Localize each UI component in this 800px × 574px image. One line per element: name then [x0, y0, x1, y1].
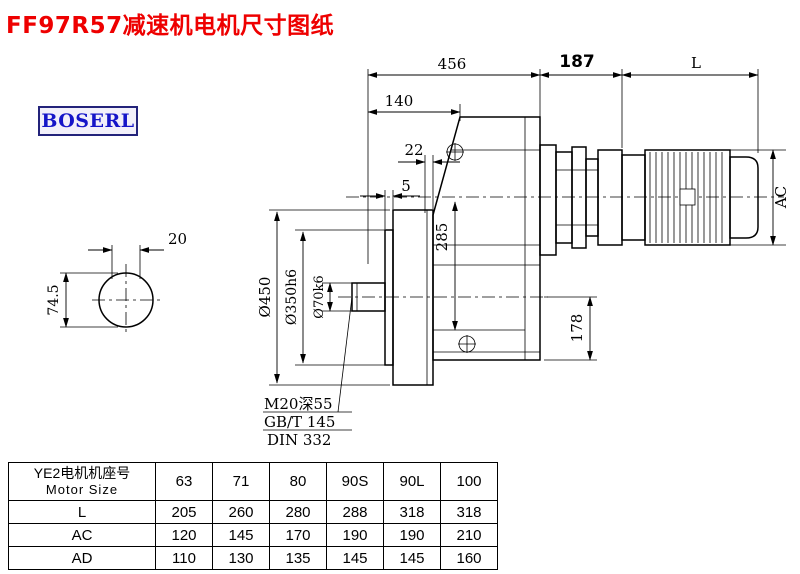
- table-cell: 318: [383, 500, 441, 524]
- table-header-label: YE2电机机座号 Motor Size: [8, 462, 156, 501]
- table-cell: 71: [212, 462, 270, 501]
- table-cell: 90L: [383, 462, 441, 501]
- note-din-standard: DIN 332: [267, 431, 331, 449]
- dim-285: 285: [433, 201, 458, 331]
- table-cell: 80: [269, 462, 327, 501]
- table-cell: 260: [212, 500, 270, 524]
- table-cell: 100: [440, 462, 498, 501]
- technical-drawing: 74.5 20: [46, 52, 790, 449]
- dim-dia350-label: Ø350h6: [284, 269, 300, 325]
- table-header-cn: YE2电机机座号: [33, 465, 131, 481]
- dim-178-label: 178: [568, 314, 586, 343]
- table-cell: 288: [326, 500, 384, 524]
- table-cell: 145: [212, 523, 270, 547]
- motor-adapter: [539, 144, 623, 256]
- table-header-en: Motor Size: [45, 482, 119, 497]
- dimension-chain-top: 456 187 L 140 22 5: [360, 52, 759, 264]
- page-title: FF97R57减速机电机尺寸图纸: [6, 13, 335, 39]
- dim-22-label: 22: [404, 141, 423, 159]
- flange-spigot: [384, 229, 394, 366]
- motor-fins: [649, 152, 723, 243]
- dim-20-label: 20: [168, 230, 187, 248]
- motor-size-table: YE2电机机座号 Motor Size 63 71 80 90S 90L 100…: [8, 462, 498, 570]
- table-cell: 63: [155, 462, 213, 501]
- dim-285-label: 285: [433, 223, 451, 252]
- table-cell: 210: [440, 523, 498, 547]
- table-cell: 90S: [326, 462, 384, 501]
- table-cell: 280: [269, 500, 327, 524]
- motor-nameplate: [679, 188, 696, 206]
- table-cell: 205: [155, 500, 213, 524]
- brand-logo: BOSERL: [38, 106, 138, 136]
- table-cell: 120: [155, 523, 213, 547]
- table-cell: 190: [383, 523, 441, 547]
- table-row-L: L 205 260 280 288 318 318: [8, 500, 498, 524]
- dim-AC-label: AC: [772, 186, 790, 209]
- dim-L-label: L: [691, 54, 701, 72]
- dim-187-label: 187: [559, 52, 595, 72]
- table-cell: 160: [440, 546, 498, 570]
- dim-5-label: 5: [401, 177, 411, 195]
- table-cell: 110: [155, 546, 213, 570]
- shaft-end-notes: M20深55 GB/T 145 DIN 332: [263, 296, 353, 449]
- motor-flange: [597, 149, 623, 246]
- dim-74-5-label: 74.5: [46, 284, 62, 315]
- table-row-AC: AC 120 145 170 190 190 210: [8, 523, 498, 547]
- table-cell: 130: [212, 546, 270, 570]
- shaft-section-detail: 74.5 20: [46, 230, 187, 336]
- centerlines: [338, 196, 784, 298]
- table-cell: 145: [326, 546, 384, 570]
- table-cell: 190: [326, 523, 384, 547]
- note-gb-standard: GB/T 145: [264, 413, 335, 431]
- dim-140-label: 140: [385, 92, 414, 110]
- table-header-row: YE2电机机座号 Motor Size 63 71 80 90S 90L 100: [8, 462, 498, 501]
- dim-178: 178: [544, 296, 597, 361]
- table-row-label: AD: [8, 546, 156, 570]
- dim-diameters: Ø450 Ø350h6 Ø70k6: [256, 209, 390, 386]
- table-cell: 318: [440, 500, 498, 524]
- note-thread: M20深55: [264, 395, 333, 413]
- motor-front-bell: [621, 154, 646, 241]
- table-cell: 170: [269, 523, 327, 547]
- leader-line: [337, 296, 353, 413]
- table-cell: 145: [383, 546, 441, 570]
- table-cell: 135: [269, 546, 327, 570]
- dim-AC: AC: [728, 149, 790, 246]
- table-row-label: AC: [8, 523, 156, 547]
- motor: [621, 149, 759, 246]
- dim-dia70-label: Ø70k6: [312, 275, 327, 318]
- dim-456-label: 456: [438, 55, 467, 73]
- dim-dia450-label: Ø450: [256, 277, 274, 318]
- table-row-AD: AD 110 130 135 145 145 160: [8, 546, 498, 570]
- gearbox-view: [351, 116, 541, 386]
- motor-rear-bell: [729, 156, 759, 239]
- table-row-label: L: [8, 500, 156, 524]
